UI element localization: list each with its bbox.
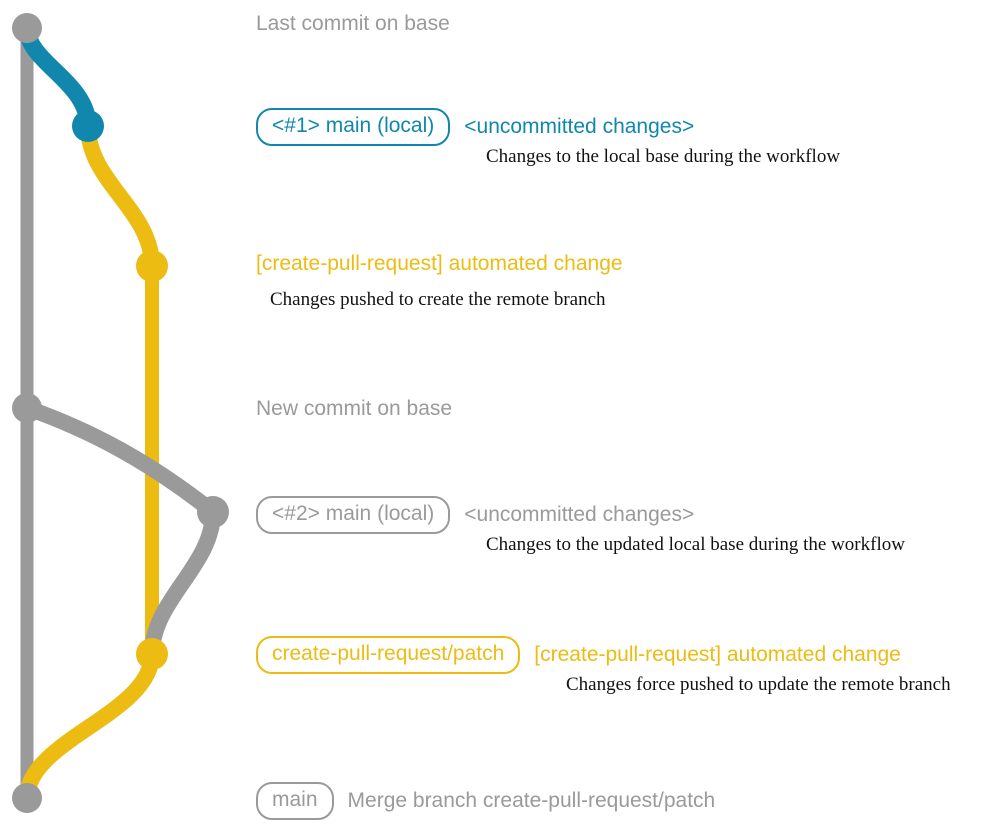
commit-subject-uncommitted-changes-2: <uncommitted changes> bbox=[464, 503, 695, 526]
commit-node-new-commit-on-base[interactable] bbox=[12, 393, 42, 423]
commit-row-last-commit-on-base: Last commit on base bbox=[256, 12, 450, 36]
commit-row-automated-change-2: create-pull-request/patch [create-pull-r… bbox=[256, 636, 901, 675]
commit-row-merge: main Merge branch create-pull-request/pa… bbox=[256, 782, 716, 821]
branch-badge-main-local-1[interactable]: <#1> main (local) bbox=[256, 108, 451, 147]
edge-local2-to-patch2 bbox=[144, 504, 221, 662]
commit-node-local-uncommitted-2[interactable] bbox=[197, 496, 229, 528]
commit-row-local-uncommitted-2: <#2> main (local) <uncommitted changes> bbox=[256, 496, 695, 535]
edge-base-to-local1 bbox=[18, 19, 97, 135]
commit-description-force-push: Changes force pushed to update the remot… bbox=[566, 674, 951, 695]
edge-base-to-local2 bbox=[19, 400, 221, 520]
commit-subject-new-commit-on-base: New commit on base bbox=[256, 397, 453, 420]
commit-subject-last-commit-on-base: Last commit on base bbox=[256, 12, 450, 35]
branch-badge-main-local-2[interactable]: <#2> main (local) bbox=[256, 496, 451, 535]
commit-node-last-commit-on-base[interactable] bbox=[12, 13, 42, 43]
commit-row-local-uncommitted-1: <#1> main (local) <uncommitted changes> bbox=[256, 108, 695, 147]
commit-row-new-commit-on-base: New commit on base bbox=[256, 397, 452, 421]
branch-badge-main[interactable]: main bbox=[256, 782, 334, 821]
commit-node-local-uncommitted-1[interactable] bbox=[72, 110, 104, 142]
commit-node-merge[interactable] bbox=[12, 783, 42, 813]
commit-subject-merge: Merge branch create-pull-request/patch bbox=[347, 789, 716, 812]
commit-description-push-create: Changes pushed to create the remote bran… bbox=[270, 289, 606, 310]
commit-subject-uncommitted-changes-1: <uncommitted changes> bbox=[464, 115, 695, 138]
commit-description-updated-local-base: Changes to the updated local base during… bbox=[486, 534, 905, 555]
commit-subject-automated-change-1: [create-pull-request] automated change bbox=[256, 252, 623, 275]
edge-local1-to-patch1 bbox=[80, 118, 160, 274]
commit-description-local-base: Changes to the local base during the wor… bbox=[486, 146, 841, 167]
commit-node-automated-change-1[interactable] bbox=[136, 250, 168, 282]
edge-patch2-to-merge bbox=[19, 646, 160, 806]
commit-subject-automated-change-2: [create-pull-request] automated change bbox=[534, 643, 901, 666]
branch-badge-create-pull-request-patch[interactable]: create-pull-request/patch bbox=[256, 636, 521, 675]
commit-node-automated-change-2[interactable] bbox=[136, 638, 168, 670]
commit-row-automated-change-1: [create-pull-request] automated change bbox=[256, 252, 623, 276]
